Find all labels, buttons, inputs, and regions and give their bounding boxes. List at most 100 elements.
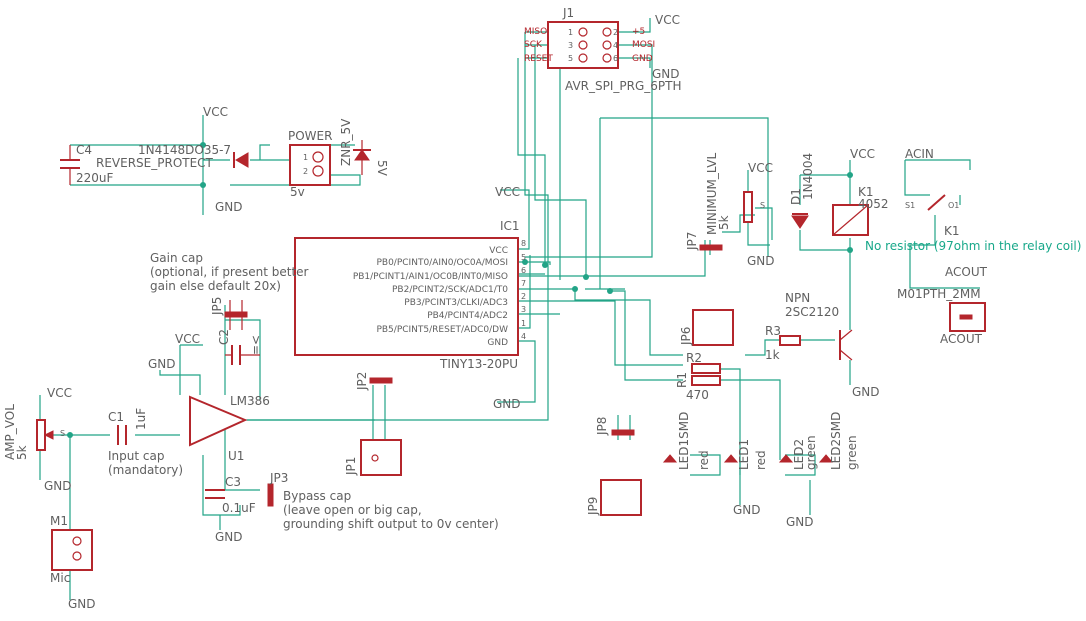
c1-capacitor: C1 1uF Input cap (mandatory): [108, 408, 183, 477]
r1-resistor: R1 470: [675, 372, 721, 402]
amp-vol-value: 5k: [15, 445, 29, 460]
input-cap-2: (mandatory): [108, 463, 183, 477]
relay-vcc-label: VCC: [850, 147, 875, 161]
ic1-vcc-label: VCC: [495, 185, 520, 199]
ic1-value: TINY13-20PU: [439, 357, 518, 371]
acout-value: ACOUT: [940, 332, 983, 346]
gain-cap-note-3: gain else default 20x): [150, 279, 281, 293]
led1-color: red: [754, 450, 768, 470]
power-gnd-label: GND: [215, 200, 243, 214]
amp-gnd-label: GND: [148, 357, 176, 371]
gain-cap-note-1: Gain cap: [150, 251, 203, 265]
jp7-jumper: JP7: [685, 232, 723, 251]
j1-value: AVR_SPI_PRG_6PTH: [565, 79, 681, 93]
jp1-name: JP1: [344, 457, 358, 476]
zener-name: ZNR_5V: [339, 118, 353, 166]
c1-value: 1uF: [134, 408, 148, 430]
jp1-jumper: JP1: [344, 439, 402, 476]
c3-capacitor: C3 0.1uF: [205, 475, 256, 515]
j1-pin-1: 1: [568, 28, 573, 37]
zener-value: 5V: [375, 160, 389, 177]
npn-name: NPN: [785, 291, 810, 305]
ic1-pinnum-3: 3: [521, 305, 526, 314]
c3-value: 0.1uF: [222, 501, 256, 515]
c2-capacitor: C2 >=: [217, 329, 263, 365]
pot-vcc-label: VCC: [47, 386, 72, 400]
r2-name: R2: [686, 351, 702, 365]
ic1-pin-gnd: GND: [487, 338, 508, 348]
d1-diode: D1 1N4004: [789, 153, 815, 229]
u1-name: U1: [228, 449, 244, 463]
j1-pin-4: 4: [613, 41, 618, 50]
led2-color: green: [804, 435, 818, 470]
acout-net: ACOUT: [945, 265, 988, 279]
ic1-pin-pb4: PB4/PCINT4/ADC2: [427, 311, 508, 321]
bypass-note-3: grounding shift output to 0v center): [283, 517, 499, 531]
c4-name: C4: [76, 143, 92, 157]
lm386-opamp: LM386 U1: [189, 394, 270, 463]
reverse-protect-label: REVERSE_PROTECT: [96, 156, 214, 170]
led2smd: LED2SMD green: [818, 412, 859, 470]
d1-name: D1: [789, 188, 803, 205]
min-lvl-value: 5k: [717, 215, 731, 230]
jp9-name: JP9: [586, 497, 600, 516]
jp6-jumper: JP6: [679, 309, 734, 346]
c3-name: C3: [225, 475, 241, 489]
j1-mosi-label: MOSI: [632, 40, 655, 50]
jp6-name: JP6: [679, 327, 693, 346]
jp5-jumper: JP5: [210, 297, 248, 330]
wires: [39, 18, 980, 600]
j1-pin-2: 2: [613, 28, 618, 37]
acin-label: ACIN: [905, 147, 934, 161]
led1-name: LED1: [737, 439, 751, 470]
ic1-name: IC1: [500, 219, 520, 233]
power-value: 5v: [290, 185, 305, 199]
junctions: [67, 142, 853, 438]
m1-mic: M1 Mic: [50, 514, 93, 585]
jp3-jumper: JP3 Bypass cap (leave open or big cap, g…: [267, 471, 499, 531]
bypass-note-1: Bypass cap: [283, 489, 351, 503]
jp2-name: JP2: [355, 372, 369, 391]
ic1-pin-pb0: PB0/PCINT0/AIN0/OC0A/MOSI: [376, 258, 508, 268]
jp5-name: JP5: [210, 297, 224, 316]
j1-pin-5: 5: [568, 54, 573, 63]
min-lvl-s: S: [760, 201, 765, 210]
ic1-pinnum-6: 6: [521, 266, 526, 275]
j1-gnd-label: GND: [632, 54, 653, 64]
diode-value: 1N4148DO35-7: [138, 143, 231, 157]
npn-transistor: NPN 2SC2120: [785, 291, 853, 361]
o1-label: O1: [948, 201, 959, 210]
gain-cap-note-2: (optional, if present better: [150, 265, 309, 279]
power-vcc-label: VCC: [203, 105, 228, 119]
j1-vcc-label: VCC: [655, 13, 680, 27]
j1-plus5-label: +5: [632, 27, 645, 37]
power-pin-1: 1: [303, 153, 308, 162]
r3-name: R3: [765, 324, 781, 338]
npn-gnd-label: GND: [852, 385, 880, 399]
ic1-pinnum-5: 5: [521, 253, 526, 262]
led2-gnd-label: GND: [786, 515, 814, 529]
j1-reset-label: RESET: [524, 54, 553, 64]
ic1-gnd-label: GND: [493, 397, 521, 411]
led2smd-name: LED2SMD: [829, 412, 843, 470]
k1-relay-switch: ACIN S1 O1 K1: [905, 147, 960, 238]
npn-value: 2SC2120: [785, 305, 839, 319]
c4-capacitor: C4 220uF: [60, 143, 114, 185]
m1-name: M1: [50, 514, 68, 528]
amp-vcc-label: VCC: [175, 332, 200, 346]
jp2-jumper: JP2: [355, 372, 393, 391]
j1-name: J1: [562, 6, 574, 20]
power-connector: POWER 1 2 5v: [288, 129, 332, 199]
c4-value: 220uF: [76, 171, 114, 185]
ic1-pin-pb5: PB5/PCINT5/RESET/ADC0/DW: [376, 325, 508, 335]
ic1-pin-pb1: PB1/PCINT1/AIN1/OC0B/INT0/MISO: [353, 272, 508, 282]
mic-value: Mic: [50, 571, 70, 585]
amp-vol-name: AMP_VOL: [3, 404, 17, 460]
bypass-note-2: (leave open or big cap,: [283, 503, 422, 517]
c3-gnd-label: GND: [215, 530, 243, 544]
input-cap-1: Input cap: [108, 449, 164, 463]
mic-gnd-label: GND: [68, 597, 96, 611]
j1-gnd-net: GND: [652, 67, 680, 81]
